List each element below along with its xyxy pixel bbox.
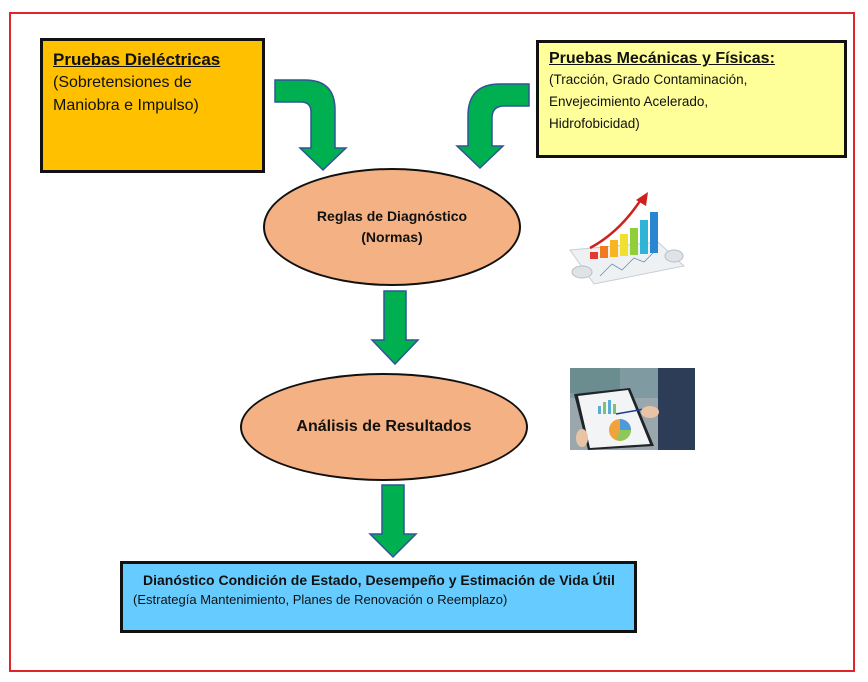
mechanical-tests-line: Hidrofobicidad)	[549, 116, 640, 131]
growth-chart-image	[560, 188, 690, 296]
diagnostic-rules-sublabel: (Normas)	[361, 229, 423, 245]
mechanical-tests-line: (Tracción, Grado Contaminación,	[549, 72, 748, 87]
diagnostic-rules-ellipse: Reglas de Diagnóstico (Normas)	[263, 168, 521, 286]
diagnosis-output-subtitle: (Estrategía Mantenimiento, Planes de Ren…	[133, 592, 508, 607]
results-analysis-label: Análisis de Resultados	[296, 418, 472, 435]
dielectric-tests-line: Maniobra e Impulso)	[53, 97, 199, 114]
diagnostic-rules-label: Reglas de Diagnóstico	[316, 208, 468, 224]
mechanical-tests-title: Pruebas Mecánicas y Físicas:	[549, 50, 775, 67]
diagnosis-output-box: Dianóstico Condición de Estado, Desempeñ…	[120, 561, 637, 633]
mechanical-tests-box: Pruebas Mecánicas y Físicas: (Tracción, …	[536, 40, 847, 158]
dielectric-tests-box: Pruebas Dieléctricas (Sobretensiones de …	[40, 38, 265, 173]
dielectric-tests-line: (Sobretensiones de	[53, 74, 192, 91]
diagram-frame	[9, 12, 855, 672]
diagnosis-output-title: Dianóstico Condición de Estado, Desempeñ…	[143, 572, 615, 588]
results-analysis-ellipse: Análisis de Resultados	[240, 373, 528, 481]
tablet-analysis-image	[570, 368, 695, 450]
dielectric-tests-title: Pruebas Dieléctricas	[53, 50, 221, 69]
mechanical-tests-line: Envejecimiento Acelerado,	[549, 94, 709, 109]
